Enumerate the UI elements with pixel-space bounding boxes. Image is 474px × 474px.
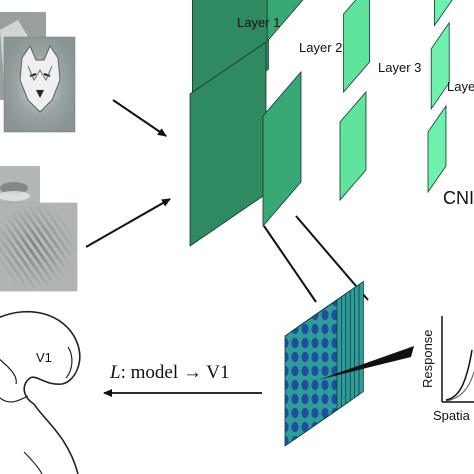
- layer4-stack: [427, 0, 453, 194]
- cnn-label: CNI: [443, 188, 474, 208]
- projection-line-right: [295, 215, 369, 301]
- v1-feature-block: [284, 280, 364, 447]
- brain-v1-label: V1: [36, 350, 52, 365]
- layer4-slice: [434, 0, 453, 27]
- layer3-slice: [343, 0, 370, 94]
- layer3-label: Layer 3: [378, 60, 421, 75]
- mapping-text: : model → V1: [121, 362, 230, 383]
- v1-block-slice: [284, 299, 338, 447]
- input-arrow-grating: [85, 198, 171, 248]
- response-curve: [445, 349, 473, 401]
- wolf-photo-icon: [3, 36, 76, 133]
- layer3-slice: [339, 90, 367, 202]
- layer2-slice: [262, 70, 302, 228]
- layer2-label: Layer 2: [299, 40, 342, 55]
- brain-outline-icon: V1: [0, 310, 81, 474]
- layer1-label: Layer 1: [237, 15, 280, 30]
- input-arrow-wolf: [112, 99, 167, 137]
- layer4-slice: [427, 104, 447, 194]
- layer3-stack: [339, 0, 370, 202]
- layer2-slice: [266, 0, 304, 43]
- layer4-slice: [430, 21, 450, 111]
- plot-xlabel: Spatia: [433, 408, 471, 423]
- grating-patch-icon: [0, 202, 78, 292]
- mapping-prefix: L: [109, 362, 121, 383]
- projection-line-left: [263, 225, 317, 303]
- layer2-stack: [262, 0, 304, 228]
- layer4-label: Laye: [447, 79, 474, 94]
- response-curve-2: [445, 371, 474, 402]
- response-plot: Response Spatia: [420, 316, 474, 423]
- layer1-stack: [189, 0, 269, 247]
- plot-ylabel: Response: [420, 329, 435, 388]
- mapping-label: L: model → V1: [109, 362, 229, 383]
- electrode-probe-icon: [318, 346, 414, 380]
